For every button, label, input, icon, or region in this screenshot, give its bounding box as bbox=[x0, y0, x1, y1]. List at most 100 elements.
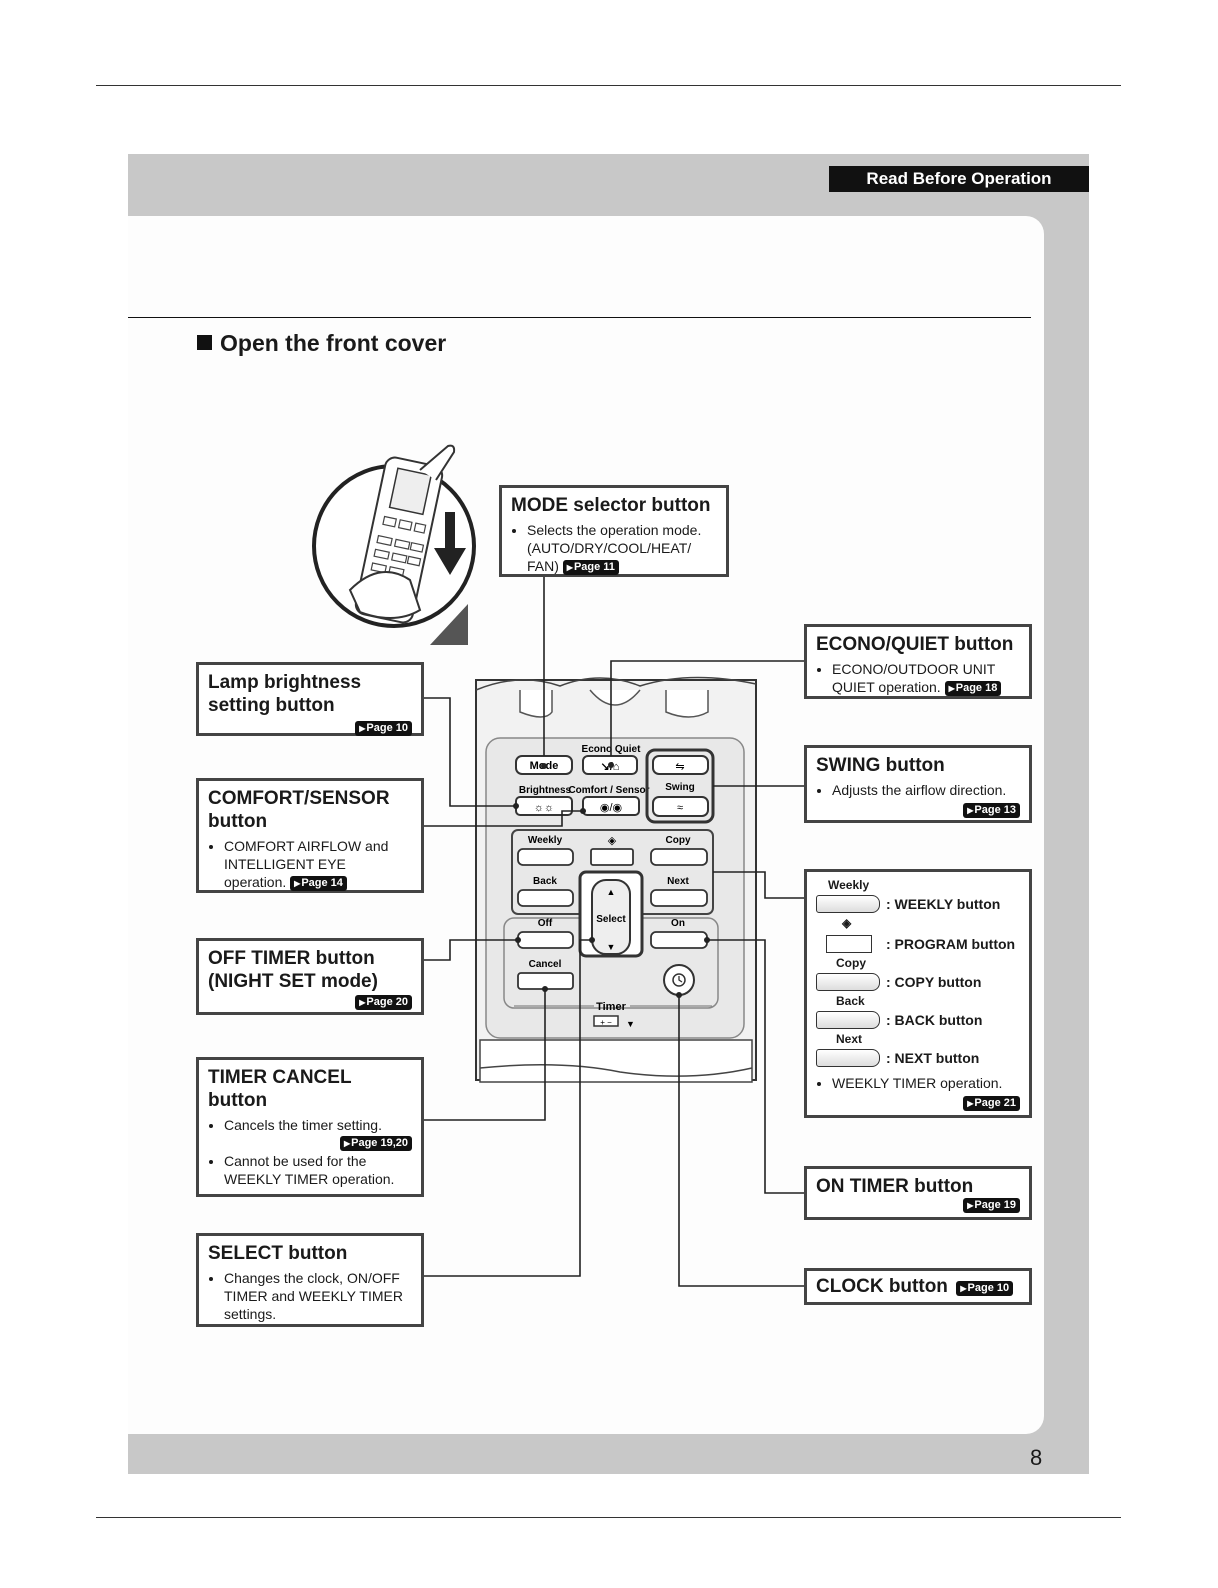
page-ref-badge[interactable]: Page 11 bbox=[562, 560, 619, 575]
copy-key-icon bbox=[816, 973, 880, 991]
program-button[interactable] bbox=[590, 848, 634, 866]
swing-horizontal-button[interactable] bbox=[652, 796, 709, 817]
page-ref-badge[interactable]: Page 10 bbox=[956, 1281, 1014, 1296]
comfort-sensor-button[interactable] bbox=[582, 796, 640, 816]
swing-vertical-button[interactable] bbox=[652, 755, 709, 775]
comfort-callout-bullet: COMFORT AIRFLOW and INTELLIGENT EYE oper… bbox=[224, 837, 412, 891]
program-icon: ◈ bbox=[608, 835, 617, 847]
on-timer-button[interactable] bbox=[650, 931, 708, 949]
svg-text:+ −: + − bbox=[600, 1018, 612, 1027]
clock-icon bbox=[672, 973, 686, 987]
on-timer-callout: ON TIMER button Page 19 bbox=[804, 1166, 1032, 1220]
off-timer-callout: OFF TIMER button (NIGHT SET mode) Page 2… bbox=[196, 938, 424, 1015]
page-ref-badge[interactable]: Page 20 bbox=[355, 995, 412, 1010]
mode-callout-bullet: Selects the operation mode. (AUTO/DRY/CO… bbox=[527, 521, 717, 575]
select-callout: SELECT button Changes the clock, ON/OFF … bbox=[196, 1233, 424, 1327]
timer-cancel-bullet-2: Cannot be used for the WEEKLY TIMER oper… bbox=[224, 1152, 412, 1188]
back-row: : BACK button bbox=[816, 1010, 1020, 1030]
swing-callout-bullet: Adjusts the airflow direction. bbox=[832, 781, 1020, 799]
header-tab: Read Before Operation bbox=[829, 166, 1089, 192]
lamp-brightness-callout: Lamp brightness setting button Page 10 bbox=[196, 662, 424, 736]
program-icon: ◈ bbox=[842, 916, 852, 930]
weekly-callout-bullet: WEEKLY TIMER operation. bbox=[832, 1074, 1020, 1092]
next-row: : NEXT button bbox=[816, 1048, 1020, 1068]
next-key-label: Next bbox=[836, 1032, 863, 1046]
timer-cancel-bullet-1: Cancels the timer setting. bbox=[224, 1116, 412, 1134]
lamp-callout-title: Lamp brightness setting button bbox=[208, 672, 362, 716]
page-ref-badge[interactable]: Page 14 bbox=[290, 876, 347, 891]
label-comfort-sensor: Comfort / Sensor bbox=[568, 785, 649, 796]
clock-callout: CLOCK button Page 10 bbox=[804, 1268, 1032, 1305]
page-ref-badge[interactable]: Page 19 bbox=[963, 1198, 1020, 1213]
program-key-icon bbox=[826, 935, 872, 953]
weekly-key-icon bbox=[816, 895, 880, 913]
svg-text:▲: ▲ bbox=[607, 887, 616, 897]
mode-callout-title: MODE selector button bbox=[511, 495, 711, 516]
label-select: Select bbox=[596, 914, 626, 925]
next-key-icon bbox=[816, 1049, 880, 1067]
swing-callout: SWING button Adjusts the airflow directi… bbox=[804, 745, 1032, 823]
label-next: Next bbox=[667, 876, 689, 887]
econo-quiet-callout: ECONO/QUIET button ECONO/OUTDOOR UNIT QU… bbox=[804, 624, 1032, 699]
label-swing: Swing bbox=[665, 782, 694, 793]
off-timer-button[interactable] bbox=[517, 931, 574, 949]
comfort-callout-title: COMFORT/SENSOR button bbox=[208, 788, 390, 832]
label-weekly: Weekly bbox=[528, 835, 563, 846]
select-callout-title: SELECT button bbox=[208, 1243, 348, 1264]
next-button[interactable] bbox=[650, 889, 708, 907]
page-ref-badge[interactable]: Page 19,20 bbox=[339, 1136, 412, 1151]
svg-text:≈: ≈ bbox=[677, 802, 683, 814]
arrow-down-icon bbox=[430, 512, 468, 645]
brightness-icon: ☼☼ bbox=[534, 802, 554, 814]
swing-callout-title: SWING button bbox=[816, 755, 945, 776]
top-rule bbox=[96, 85, 1121, 86]
weekly-key-label: Weekly bbox=[828, 878, 870, 892]
copy-row: : COPY button bbox=[816, 972, 1020, 992]
program-row: : PROGRAM button bbox=[816, 934, 1020, 954]
timer-cancel-callout-title: TIMER CANCEL button bbox=[208, 1067, 352, 1111]
label-copy: Copy bbox=[666, 835, 691, 846]
battery-icon: + − ▼ bbox=[593, 1015, 635, 1029]
square-bullet-icon bbox=[197, 335, 212, 350]
back-button[interactable] bbox=[517, 889, 574, 907]
back-key-label: Back bbox=[836, 994, 865, 1008]
mode-callout: MODE selector button Selects the operati… bbox=[499, 485, 729, 577]
label-on: On bbox=[671, 918, 685, 929]
swing-icon: ⇋ bbox=[675, 761, 684, 773]
page-ref-badge[interactable]: Page 13 bbox=[963, 803, 1020, 818]
section-title-text: Open the front cover bbox=[220, 330, 447, 356]
back-key-icon bbox=[816, 1011, 880, 1029]
page-number: 8 bbox=[1030, 1445, 1043, 1470]
page-ref-badge[interactable]: Page 18 bbox=[944, 681, 1002, 696]
copy-button[interactable] bbox=[650, 848, 708, 866]
hand-open-cover-icon bbox=[312, 444, 476, 628]
comfort-sensor-callout: COMFORT/SENSOR button COMFORT AIRFLOW an… bbox=[196, 778, 424, 893]
weekly-row: : WEEKLY button bbox=[816, 894, 1020, 914]
page-ref-badge[interactable]: Page 21 bbox=[963, 1096, 1020, 1111]
label-cancel: Cancel bbox=[529, 959, 562, 970]
timer-cancel-callout: TIMER CANCEL button Cancels the timer se… bbox=[196, 1057, 424, 1197]
weekly-button[interactable] bbox=[517, 848, 574, 866]
copy-key-label: Copy bbox=[836, 956, 866, 970]
select-callout-bullet: Changes the clock, ON/OFF TIMER and WEEK… bbox=[224, 1269, 412, 1323]
connector-lines bbox=[423, 576, 804, 1287]
page-ref-badge[interactable]: Page 10 bbox=[355, 721, 412, 736]
label-timer: Timer bbox=[596, 1001, 626, 1013]
bottom-rule bbox=[96, 1517, 1121, 1518]
section-rule bbox=[128, 317, 1031, 318]
svg-text:▼: ▼ bbox=[607, 942, 616, 952]
off-timer-callout-title: OFF TIMER button (NIGHT SET mode) bbox=[208, 948, 378, 992]
sensor-icon: ◉/◉ bbox=[600, 802, 622, 814]
svg-text:▼: ▼ bbox=[626, 1019, 635, 1029]
weekly-callout: Weekly : WEEKLY button ◈ : PROGRAM butto… bbox=[804, 869, 1032, 1118]
econo-callout-title: ECONO/QUIET button bbox=[816, 634, 1014, 655]
on-timer-callout-title: ON TIMER button bbox=[816, 1176, 974, 1197]
select-button[interactable] bbox=[591, 879, 631, 955]
label-brightness: Brightness bbox=[519, 785, 572, 796]
clock-callout-title: CLOCK button bbox=[816, 1276, 948, 1297]
label-back: Back bbox=[533, 876, 557, 887]
label-off: Off bbox=[538, 918, 553, 929]
section-title: Open the front cover bbox=[197, 330, 446, 357]
econo-callout-bullet: ECONO/OUTDOOR UNIT QUIET operation. Page… bbox=[832, 660, 1020, 696]
